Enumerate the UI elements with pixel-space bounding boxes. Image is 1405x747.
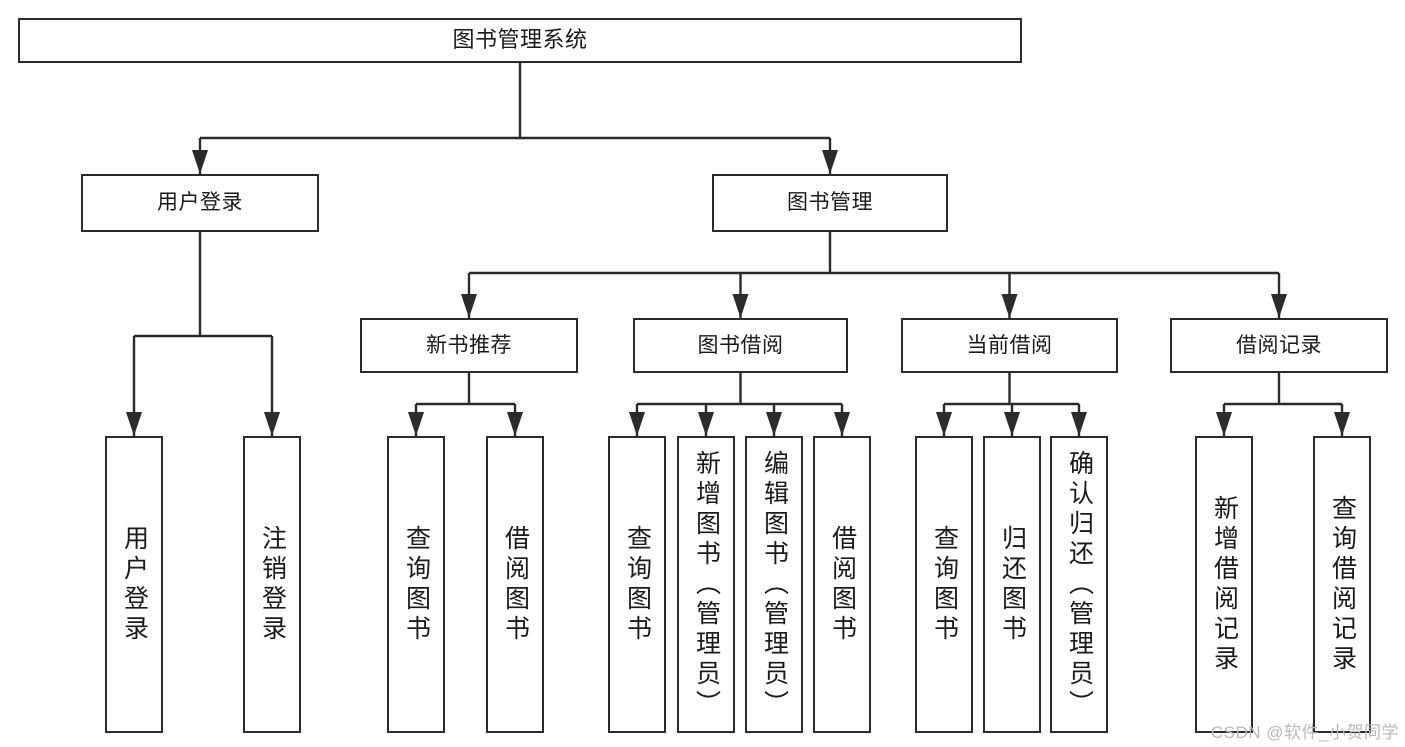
node-leaf-query-book-3[interactable]: 查询图书 <box>915 436 973 733</box>
node-leaf-query-book-3-label: 查询图书 <box>930 524 959 645</box>
node-leaf-borrow-book-1-label: 借阅图书 <box>501 524 530 645</box>
node-leaf-add-book[interactable]: 新增图书（管理员） <box>677 436 735 733</box>
node-leaf-confirm-return[interactable]: 确认归还（管理员） <box>1050 436 1108 733</box>
node-leaf-borrow-book-2[interactable]: 借阅图书 <box>813 436 871 733</box>
node-root-label: 图书管理系统 <box>452 27 588 53</box>
node-leaf-return-book[interactable]: 归还图书 <box>983 436 1041 733</box>
node-new-book-recommend[interactable]: 新书推荐 <box>360 318 578 373</box>
node-borrow-record-label: 借阅记录 <box>1236 333 1322 357</box>
node-current-borrow[interactable]: 当前借阅 <box>901 318 1118 373</box>
node-leaf-add-book-label: 新增图书（管理员） <box>692 449 721 720</box>
node-leaf-query-record[interactable]: 查询借阅记录 <box>1313 436 1371 733</box>
node-leaf-query-book-2[interactable]: 查询图书 <box>608 436 666 733</box>
node-borrow-record[interactable]: 借阅记录 <box>1170 318 1388 373</box>
node-leaf-query-book-2-label: 查询图书 <box>623 524 652 645</box>
node-leaf-add-record[interactable]: 新增借阅记录 <box>1195 436 1253 733</box>
node-book-borrow[interactable]: 图书借阅 <box>633 318 848 373</box>
node-leaf-edit-book[interactable]: 编辑图书（管理员） <box>745 436 803 733</box>
node-leaf-return-book-label: 归还图书 <box>998 524 1027 645</box>
node-book-borrow-label: 图书借阅 <box>697 333 784 357</box>
node-leaf-add-record-label: 新增借阅记录 <box>1210 494 1239 675</box>
node-leaf-user-login-label: 用户登录 <box>120 524 149 645</box>
node-leaf-logout[interactable]: 注销登录 <box>243 436 301 733</box>
node-leaf-borrow-book-2-label: 借阅图书 <box>828 524 857 645</box>
node-leaf-edit-book-label: 编辑图书（管理员） <box>760 449 789 720</box>
node-leaf-logout-label: 注销登录 <box>258 524 287 645</box>
node-current-borrow-label: 当前借阅 <box>966 333 1053 357</box>
node-book-manage[interactable]: 图书管理 <box>712 174 948 232</box>
node-leaf-borrow-book-1[interactable]: 借阅图书 <box>486 436 544 733</box>
node-user-login-label: 用户登录 <box>157 191 243 215</box>
node-leaf-query-book-1[interactable]: 查询图书 <box>387 436 445 733</box>
node-leaf-query-book-1-label: 查询图书 <box>402 524 431 645</box>
node-book-manage-label: 图书管理 <box>787 191 873 215</box>
node-leaf-confirm-return-label: 确认归还（管理员） <box>1065 449 1094 720</box>
node-leaf-query-record-label: 查询借阅记录 <box>1328 494 1357 675</box>
node-new-book-recommend-label: 新书推荐 <box>426 333 512 357</box>
node-root[interactable]: 图书管理系统 <box>18 18 1022 63</box>
node-user-login[interactable]: 用户登录 <box>81 174 319 232</box>
node-leaf-user-login[interactable]: 用户登录 <box>105 436 163 733</box>
